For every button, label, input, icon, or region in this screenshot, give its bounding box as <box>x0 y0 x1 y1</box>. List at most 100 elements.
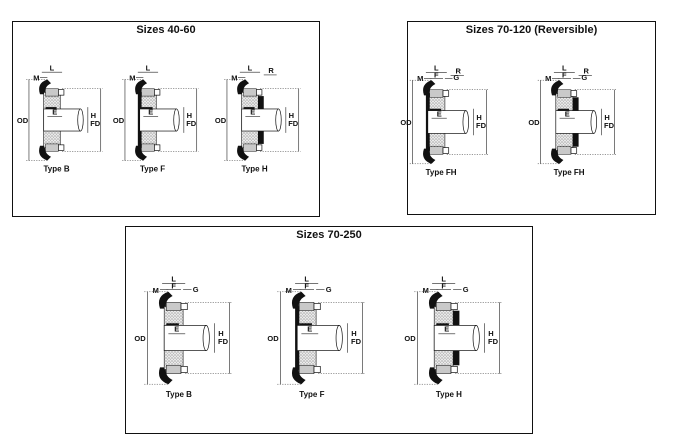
type-caption: Type FH <box>554 168 585 177</box>
bolt-block-bottom <box>557 146 572 155</box>
screw-bottom <box>58 144 65 151</box>
flange-top <box>237 79 250 95</box>
shaft <box>139 108 177 132</box>
shaft <box>241 108 279 132</box>
l-label: L <box>50 63 55 72</box>
fd-label: FD <box>476 121 487 130</box>
g-label: G <box>453 73 459 82</box>
screw-top <box>58 89 65 96</box>
bolt-block-top <box>141 88 155 97</box>
fd-label: FD <box>604 121 615 130</box>
keyway <box>557 108 570 111</box>
panel-title: Sizes 40-60 <box>136 24 196 36</box>
e-label: E <box>437 109 442 118</box>
flange-top <box>135 79 148 95</box>
h-label: H <box>476 113 481 122</box>
keyway <box>243 107 255 109</box>
e-label: E <box>250 107 255 116</box>
l-label: L <box>562 64 567 73</box>
m-label: M <box>545 74 551 83</box>
keyway <box>436 323 449 326</box>
h-label: H <box>91 111 96 120</box>
f-label: F <box>562 70 567 79</box>
bolt-block-top <box>243 88 257 97</box>
screw-bottom <box>570 147 578 154</box>
bolt-block-bottom <box>243 143 257 152</box>
type-caption: Type B <box>166 390 192 399</box>
l-label: L <box>434 64 439 73</box>
flange-bottom <box>39 145 52 161</box>
shaft-end <box>590 110 598 134</box>
e-label: E <box>174 325 179 334</box>
screw-bottom <box>442 147 450 154</box>
panel-title: Sizes 70-120 (Reversible) <box>465 24 598 36</box>
f-label: F <box>434 70 439 79</box>
h-label: H <box>218 329 223 338</box>
m-label: M <box>423 286 429 295</box>
bolt-block-top <box>557 89 572 98</box>
flange-top <box>551 80 564 96</box>
m-label: M <box>33 73 39 82</box>
od-label: OD <box>267 334 279 343</box>
f-label: F <box>171 282 176 291</box>
screw-top <box>450 303 458 311</box>
m-label: M <box>153 286 159 295</box>
g-label: G <box>581 73 587 82</box>
fd-label: FD <box>90 119 101 128</box>
bolt-block-bottom <box>141 143 155 152</box>
keyway <box>429 108 442 111</box>
shaft-end <box>472 325 480 351</box>
h-label: H <box>187 111 192 120</box>
flange-top <box>291 291 306 309</box>
flange-bottom <box>291 367 306 385</box>
bolt-block-bottom <box>166 365 182 374</box>
keyway <box>141 107 153 109</box>
flange-bottom <box>135 145 148 161</box>
m-label: M <box>129 73 135 82</box>
screw-top <box>180 303 188 311</box>
shaft <box>43 108 81 132</box>
h-label: H <box>604 113 609 122</box>
e-label: E <box>444 325 449 334</box>
screw-top <box>570 90 578 97</box>
od-label: OD <box>134 334 146 343</box>
type-caption: Type FH <box>426 168 457 177</box>
flange-bottom <box>237 145 250 161</box>
e-label: E <box>565 109 570 118</box>
type-caption: Type F <box>299 390 324 399</box>
g-label: G <box>463 285 469 294</box>
fd-label: FD <box>288 119 299 128</box>
shaft-end <box>275 108 282 132</box>
flange-top <box>428 291 443 309</box>
od-label: OD <box>528 118 540 127</box>
shaft <box>433 325 477 351</box>
type-caption: Type H <box>436 390 462 399</box>
flange-bottom <box>551 148 564 164</box>
l-label: L <box>146 63 151 72</box>
e-label: E <box>307 325 312 334</box>
m-label: M <box>231 73 237 82</box>
screw-top <box>256 89 263 96</box>
bolt-block-top <box>45 88 59 97</box>
shaft-end <box>77 108 84 132</box>
h-label: H <box>488 329 493 338</box>
keyway <box>299 323 312 326</box>
od-label: OD <box>215 116 227 125</box>
od-label: OD <box>113 116 125 125</box>
bolt-block-top <box>166 302 182 311</box>
screw-top <box>442 90 450 97</box>
h-label: H <box>289 111 294 120</box>
flange-top <box>423 80 436 96</box>
flange-top <box>39 79 52 95</box>
bolt-block-bottom <box>429 146 444 155</box>
fd-label: FD <box>218 337 229 346</box>
r-label: R <box>455 67 461 76</box>
screw-bottom <box>256 144 263 151</box>
